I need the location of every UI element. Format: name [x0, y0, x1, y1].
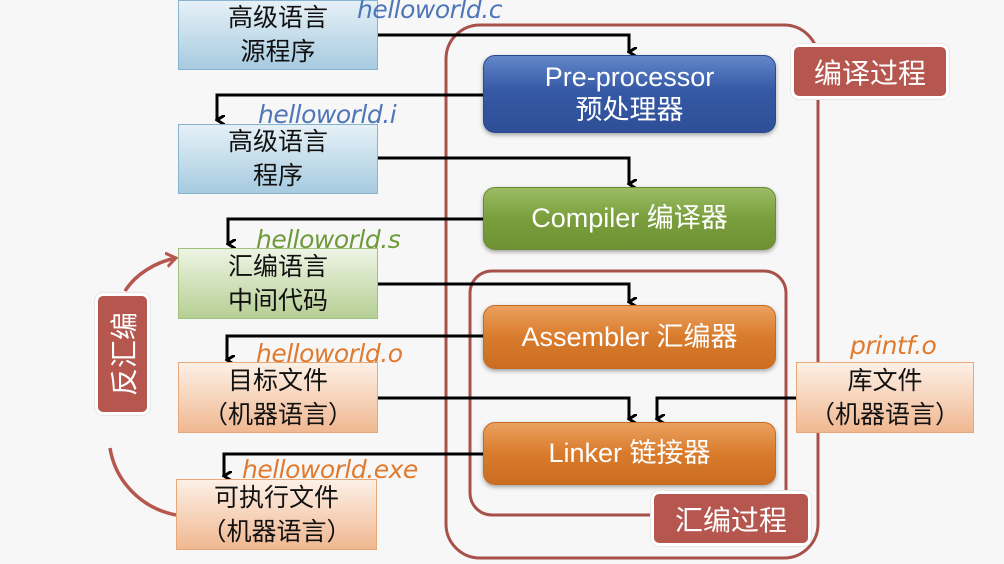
preprocessed-program-line1: 高级语言 [227, 127, 328, 156]
arrow-s-to-assembler [378, 282, 629, 302]
assemble-process-tag: 汇编过程 [651, 491, 811, 546]
disassemble-label: 反汇编 [107, 311, 141, 397]
preprocessed-program-line2: 程序 [252, 161, 303, 190]
filename-s: helloworld.s [256, 225, 401, 254]
assemble-process-label: 汇编过程 [674, 503, 787, 537]
arrow-preprocessor-to-i [217, 93, 484, 120]
source-program-line1: 高级语言 [227, 3, 328, 32]
linker-stage: Linker 链接器 [483, 422, 776, 485]
filename-exe: helloworld.exe [242, 455, 418, 484]
library-file-line2: （机器语言） [809, 399, 960, 429]
object-file-box: 目标文件 （机器语言） [178, 362, 378, 433]
compile-process-tag: 编译过程 [791, 44, 949, 99]
arrow-i-to-compiler [378, 156, 629, 184]
filename-printf-o: printf.o [850, 331, 937, 360]
assembler-stage: Assembler 汇编器 [483, 305, 776, 369]
assemble-process-frame [468, 269, 788, 517]
assembly-code-line2: 中间代码 [227, 285, 328, 315]
compile-process-frame [444, 23, 820, 560]
compiler-stage: Compiler 编译器 [483, 187, 776, 250]
disassemble-tag: 反汇编 [95, 293, 150, 415]
filename-i: helloworld.i [258, 100, 397, 129]
arrow-compiler-to-s [228, 217, 484, 244]
object-file-line1: 目标文件 [227, 365, 328, 395]
filename-c: helloworld.c [357, 0, 502, 24]
arrow-o-to-linker [378, 396, 629, 419]
assembler-label: Assembler 汇编器 [521, 321, 738, 352]
library-file-line1: 库文件 [847, 365, 923, 395]
preprocessor-stage: Pre-processor 预处理器 [483, 55, 776, 133]
executable-file-box: 可执行文件 （机器语言） [176, 479, 377, 550]
filename-o: helloworld.o [256, 339, 403, 368]
executable-file-line1: 可执行文件 [213, 482, 339, 512]
compiler-label: Compiler 编译器 [531, 203, 728, 233]
object-file-line2: （机器语言） [202, 399, 353, 429]
assembly-code-line1: 汇编语言 [227, 251, 328, 281]
source-program-line2: 源程序 [240, 37, 316, 66]
assembly-code-box: 汇编语言 中间代码 [178, 248, 378, 319]
arrow-assembler-to-o [227, 334, 484, 360]
arrow-library-to-linker [657, 396, 796, 419]
compile-process-label: 编译过程 [813, 56, 926, 90]
executable-file-line2: （机器语言） [201, 516, 352, 546]
disassemble-curve-arrow [108, 258, 176, 517]
arrow-linker-to-exe [224, 452, 484, 476]
arrow-source-to-preprocessor [378, 33, 629, 52]
library-file-box: 库文件 （机器语言） [796, 362, 974, 433]
linker-label: Linker 链接器 [548, 438, 711, 468]
preprocessor-label-zh: 预处理器 [575, 95, 684, 125]
preprocessed-program-box: 高级语言 程序 [178, 124, 378, 194]
source-program-box: 高级语言 源程序 [178, 0, 378, 70]
preprocessor-label-en: Pre-processor [544, 62, 715, 92]
